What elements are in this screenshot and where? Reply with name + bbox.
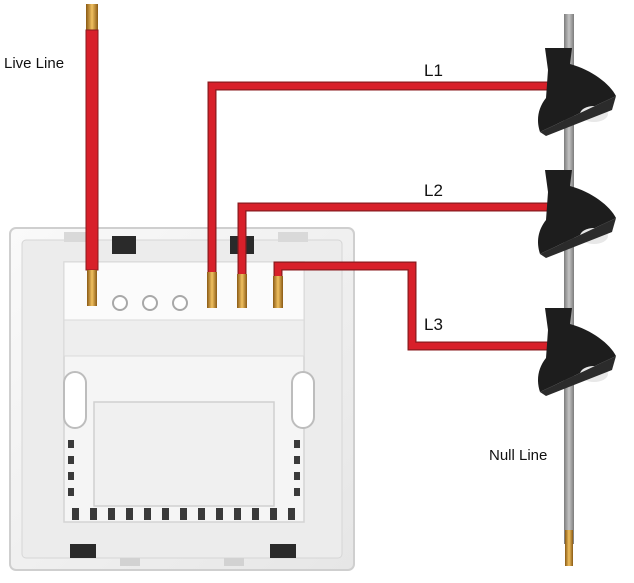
lamp-2-icon [538,170,616,258]
l3-wire [273,261,552,351]
l3-label: L3 [424,315,443,334]
l1-wire [207,81,552,308]
l2-label: L2 [424,181,443,200]
l2-wire [237,202,552,308]
null-line-rod [564,14,574,566]
live-line-wire [85,4,99,306]
null-line-label: Null Line [489,447,547,464]
empty-terminal-holes [112,295,188,311]
live-line-label: Live Line [4,55,64,72]
lamp-1-icon [538,48,616,136]
l1-label: L1 [424,61,443,80]
wall-switch [9,227,355,571]
lamp-3-icon [538,308,616,396]
